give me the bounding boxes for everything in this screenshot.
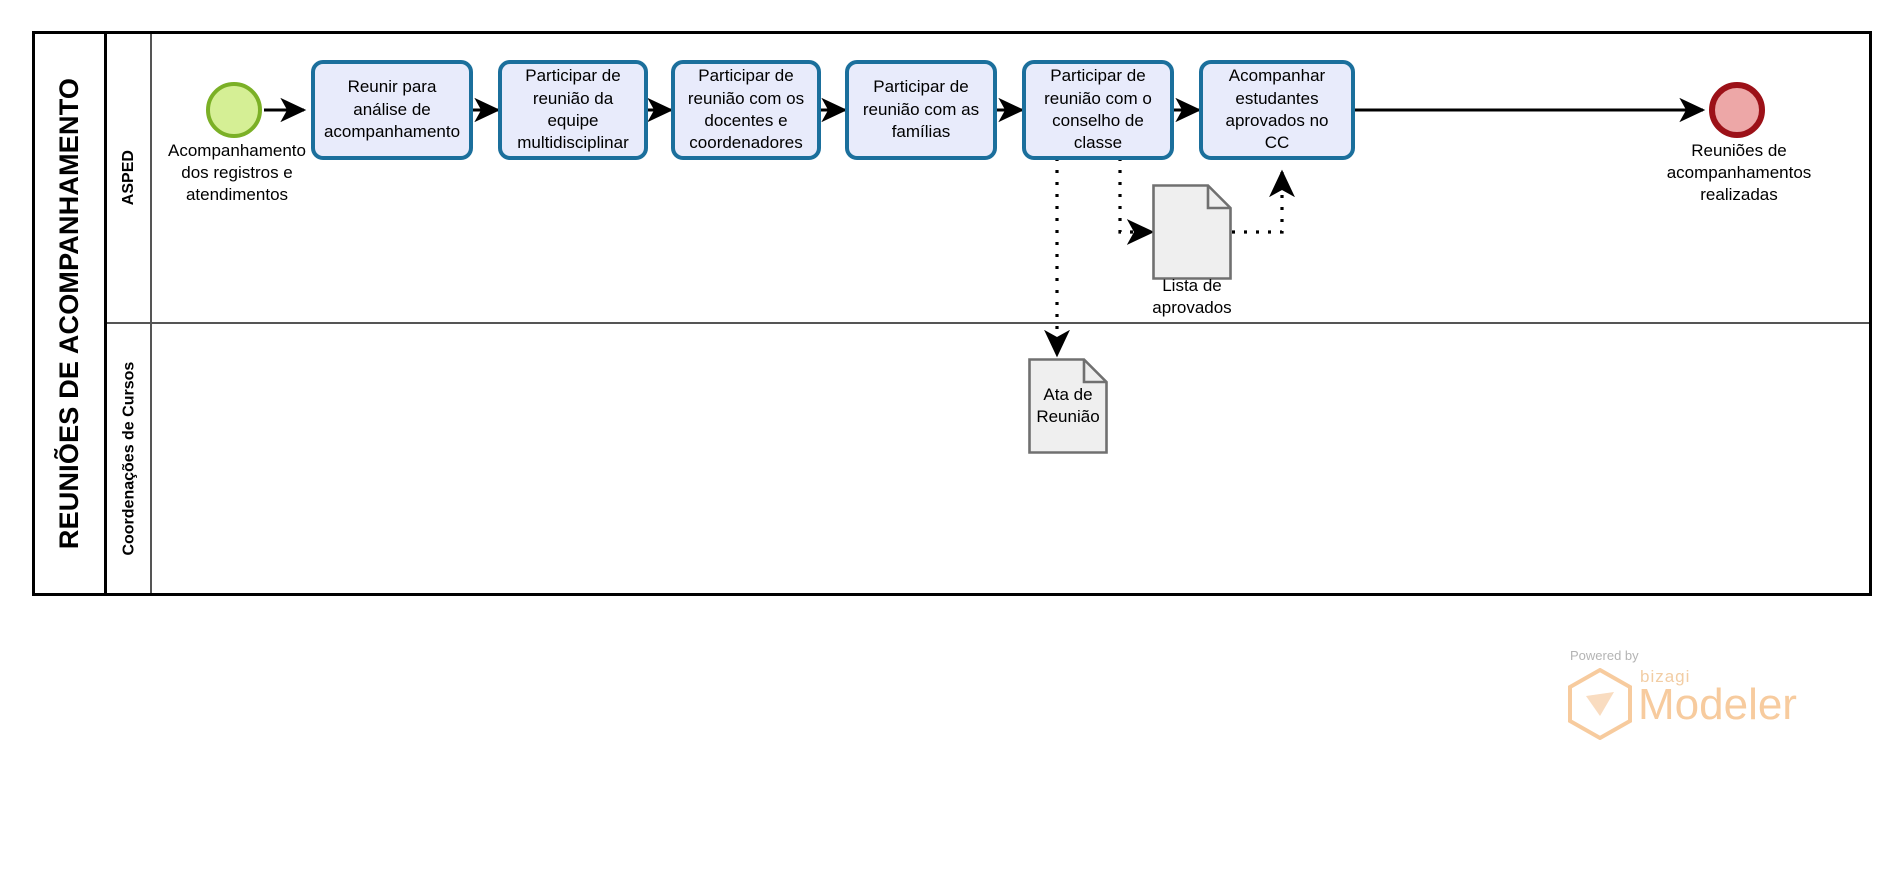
data-object-lista-de-aprovados[interactable] (1152, 184, 1232, 280)
lane-title-cell-coordenacoes: Coordenações de Cursos (107, 324, 152, 593)
powered-by-label: Powered by (1570, 648, 1639, 663)
document-icon (1152, 184, 1232, 280)
start-event-label: Acompanhamento dos registros e atendimen… (168, 141, 306, 204)
task-participar-reuniao-familias[interactable]: Participar de reunião com as famílias (845, 60, 997, 160)
bizagi-product-text: Modeler (1638, 680, 1797, 729)
bizagi-hexagon-icon (1568, 668, 1632, 740)
lane-label-asped: ASPED (119, 150, 137, 206)
page-title: REUNIÕES DE ACOMPANHAMENTO (54, 77, 85, 550)
task-reunir-para-analise[interactable]: Reunir para análise de acompanhamento (311, 60, 473, 160)
end-event[interactable] (1709, 82, 1765, 138)
document-icon (1028, 358, 1108, 454)
task-acompanhar-estudantes-aprovados-cc[interactable]: Acompanhar estudantes aprovados no CC (1199, 60, 1355, 160)
bizagi-watermark: Powered by bizagi Modeler (1548, 648, 1828, 748)
data-object-ata-de-reuniao[interactable]: Ata de Reunião (1028, 358, 1108, 454)
bizagi-brand-text: bizagi (1640, 667, 1691, 686)
task-participar-reuniao-conselho-classe[interactable]: Participar de reunião com o conselho de … (1022, 60, 1174, 160)
lane-title-cell-asped: ASPED (107, 34, 152, 322)
data-object-label-lista-de-aprovados: Lista de aprovados (1152, 276, 1232, 318)
end-event-label: Reuniões de acompanhamentos realizadas (1666, 141, 1812, 204)
pool-title-cell: REUNIÕES DE ACOMPANHAMENTO (35, 34, 107, 593)
start-event[interactable] (206, 82, 262, 138)
data-object-inner-text (1152, 184, 1232, 280)
task-participar-reuniao-docentes-coordenadores[interactable]: Participar de reunião com os docentes e … (671, 60, 821, 160)
task-participar-reuniao-equipe-multidisciplinar[interactable]: Participar de reunião da equipe multidis… (498, 60, 648, 160)
lane-label-coordenacoes: Coordenações de Cursos (119, 361, 137, 556)
data-object-inner-text: Ata de Reunião (1036, 384, 1100, 426)
lane-coordenacoes: Coordenações de Cursos (107, 324, 1869, 593)
